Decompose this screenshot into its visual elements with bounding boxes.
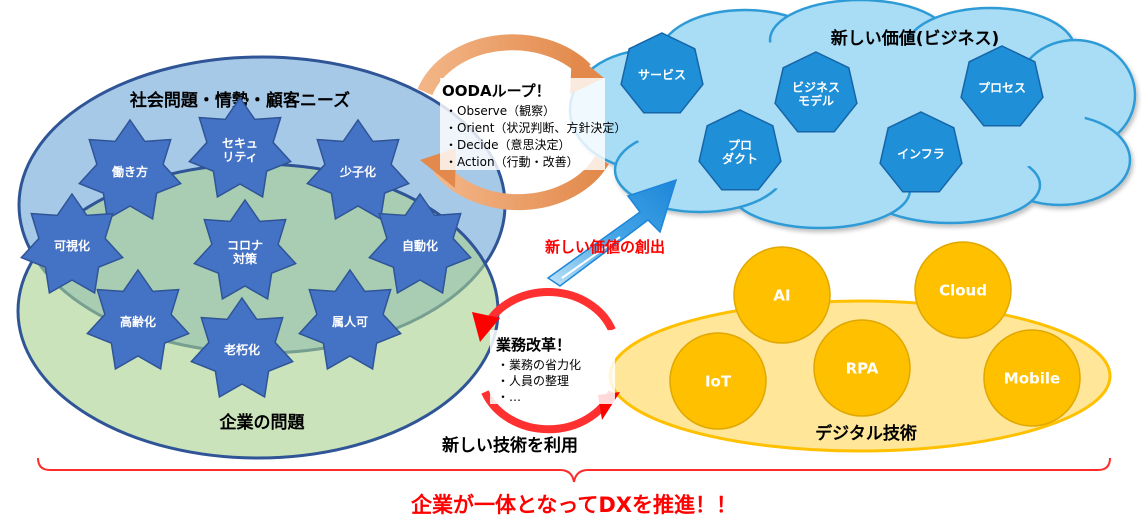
new-value-label: サービス	[638, 67, 686, 82]
star-label: 老朽化	[224, 342, 260, 357]
digital-tech-item: Cloud	[914, 241, 1012, 339]
ooda-item: ・Observe（観察）	[445, 104, 555, 118]
new-value-label: インフラ	[897, 147, 945, 161]
new-value-label: ビジネス	[792, 79, 840, 94]
star-shape	[86, 268, 190, 371]
star-shape	[188, 96, 292, 199]
heptagon-shape	[698, 109, 782, 191]
tech-label: IoT	[705, 372, 732, 390]
star-shape	[20, 192, 124, 295]
new-value-label: ダクト	[722, 151, 758, 166]
star-shape	[190, 296, 294, 399]
ooda-item: ・Decide（意思決定）	[445, 137, 571, 152]
tech-label: AI	[773, 286, 790, 304]
tech-label: Cloud	[939, 281, 987, 299]
kaizen-text: 業務改革！ ・業務の省力化 ・人員の整理 ・…	[490, 330, 615, 404]
issue-star: 高齢化	[86, 268, 190, 371]
kaizen-title: 業務改革！	[495, 336, 571, 354]
star-label: 少子化	[339, 164, 376, 179]
tech-circle	[813, 319, 911, 417]
tech-circle	[733, 246, 831, 344]
value-creation-label: 新しい価値の創出	[545, 238, 665, 256]
new-value-label: モデル	[798, 93, 834, 108]
ooda-item: ・Action（行動・改善）	[445, 154, 579, 169]
footer-slogan: 企業が一体となってDXを推進！！	[410, 493, 737, 517]
issue-star: 働き方	[78, 118, 182, 221]
new-value-item: インフラ	[879, 111, 963, 193]
star-label: リティ	[222, 150, 257, 164]
bottom-brace	[37, 457, 1111, 483]
value-creation-arrow	[546, 178, 678, 287]
heptagon-shape	[774, 51, 858, 133]
star-label: 働き方	[111, 164, 148, 179]
issue-star: 老朽化	[190, 296, 294, 399]
heptagon-shape	[620, 32, 704, 114]
digital-tech-item: AI	[733, 246, 831, 344]
star-label: 対策	[232, 251, 258, 266]
heptagon-shape	[879, 111, 963, 193]
kaizen-item: ・…	[497, 390, 521, 404]
tech-circle	[914, 241, 1012, 339]
new-value-title: 新しい価値(ビジネス)	[831, 28, 1000, 49]
star-label: 自動化	[402, 238, 438, 253]
new-value-items: サービスビジネスモデルプロセスプロダクトインフラ	[620, 32, 1044, 193]
issue-star: 属人可	[298, 268, 402, 371]
heptagon-shape	[960, 45, 1044, 127]
star-label: 高齢化	[120, 314, 156, 329]
tech-circle	[669, 332, 767, 430]
star-label: 属人可	[332, 314, 368, 329]
new-value-item: プロセス	[960, 45, 1044, 127]
new-value-label: プロセス	[978, 80, 1026, 95]
kaizen-item: ・業務の省力化	[497, 358, 581, 372]
star-shape	[78, 118, 182, 221]
company-issues-title: 企業の問題	[219, 412, 306, 433]
digital-tech-title: デジタル技術	[815, 423, 917, 444]
issue-star: 自動化	[368, 192, 472, 295]
star-shape	[368, 192, 472, 295]
issue-star: 少子化	[306, 118, 410, 221]
ooda-title: OODAループ！	[442, 82, 551, 100]
digital-tech-item: RPA	[813, 319, 911, 417]
new-value-label: プロ	[728, 137, 752, 152]
issue-star: 可視化	[20, 192, 124, 295]
star-label: セキュ	[222, 136, 258, 150]
digital-tech-item: IoT	[669, 332, 767, 430]
tech-use-label: 新しい技術を利用	[442, 435, 578, 456]
ooda-item: ・Orient（状況判断、方針決定）	[445, 120, 626, 135]
star-label: 可視化	[54, 238, 90, 253]
kaizen-loop-arrows	[472, 288, 620, 434]
star-label: コロナ	[227, 238, 263, 252]
tech-label: Mobile	[1004, 369, 1060, 387]
kaizen-item: ・人員の整理	[497, 373, 569, 388]
star-shape	[298, 268, 402, 371]
digital-tech-item: Mobile	[983, 329, 1081, 427]
tech-circle	[983, 329, 1081, 427]
star-shape	[193, 198, 297, 301]
tech-label: RPA	[846, 359, 879, 377]
star-shape	[306, 118, 410, 221]
new-value-item: サービス	[620, 32, 704, 114]
ooda-text: OODAループ！ ・Observe（観察） ・Orient（状況判断、方針決定）…	[440, 78, 626, 170]
ooda-loop-arrows	[417, 34, 609, 211]
